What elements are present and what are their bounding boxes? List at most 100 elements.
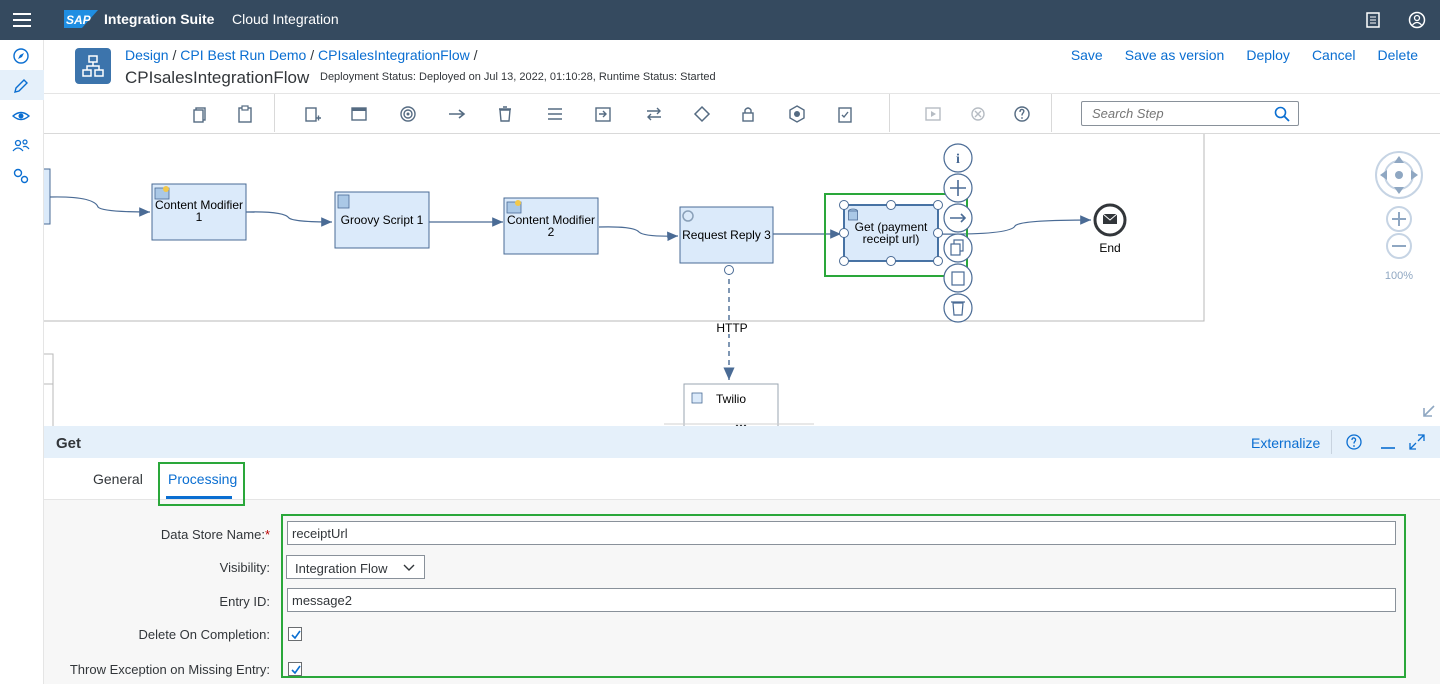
step-label: Groovy Script 1 [340,213,424,227]
logo-text: SAP [66,13,92,27]
search-step-input[interactable] [1081,101,1299,126]
fields-highlight [281,514,1406,678]
integration-flow-canvas[interactable]: i [44,134,1440,426]
visibility-label: Visibility: [219,560,270,575]
deploy-button[interactable]: Deploy [1246,47,1290,63]
sap-logo: SAP [64,10,98,28]
breadcrumb-flow[interactable]: CPIsalesIntegrationFlow [318,47,470,63]
header-divider [1331,430,1332,454]
step-label: Content Modifier 2 [506,213,596,239]
breadcrumb-separator: / [473,47,478,63]
help-icon[interactable] [1012,104,1032,124]
zoom-level: 100% [1384,270,1414,282]
persistence-icon[interactable] [787,104,807,124]
info-icon [943,143,973,173]
receiver-label: Twilio [715,392,746,406]
step-label: Content Modifier 1 [154,198,244,224]
breadcrumb-separator: / [172,47,177,63]
entry-id-input[interactable] [287,588,1396,612]
header-actions: Save Save as version Deploy Cancel Delet… [1071,47,1418,63]
delete-on-completion-checkbox[interactable] [288,627,302,641]
settings-gears-icon [13,168,29,184]
routing-icon[interactable] [644,104,664,124]
flow-connection [598,226,679,242]
chevron-down-icon [403,564,415,571]
deployment-status: Deployment Status: Deployed on Jul 13, 2… [320,71,716,83]
content-modifier-icon [154,187,170,200]
connection-label: HTTP [709,322,755,334]
message-icon [1103,214,1117,224]
nav-discover[interactable] [0,40,44,70]
event-icon[interactable] [398,104,418,124]
properties-title: Get [56,435,82,452]
step-groovy-script-1 [334,191,430,249]
data-store-name-input[interactable] [287,521,1396,545]
copy-icon[interactable] [190,104,210,124]
app-subtitle: Cloud Integration [232,11,339,27]
connector-icon[interactable] [447,104,467,124]
notes-icon[interactable] [1363,10,1383,30]
breadcrumb-package[interactable]: CPI Best Run Demo [180,47,307,63]
data-store-name-label: Data Store Name:* [160,527,270,542]
monitor-eye-icon [12,111,30,121]
paste-icon[interactable] [235,104,255,124]
maximize-icon[interactable] [1409,434,1425,450]
object-header: Design / CPI Best Run Demo / CPIsalesInt… [44,40,1440,94]
throw-exception-label: Throw Exception on Missing Entry: [69,662,270,677]
nav-design[interactable] [0,70,44,100]
selection-highlight [824,193,968,277]
breadcrumb: Design / CPI Best Run Demo / CPIsalesInt… [125,47,478,63]
menu-icon[interactable] [12,11,32,29]
tab-highlight [158,462,245,506]
externalize-button[interactable]: Externalize [1251,435,1321,451]
toolbar-divider [889,94,890,132]
minimize-icon[interactable] [1380,434,1396,450]
request-reply-icon [682,210,694,222]
gateway-icon[interactable] [692,104,712,124]
context-actions: i [943,143,973,323]
delete-icon[interactable] [495,104,515,124]
nav-settings[interactable] [0,160,44,190]
add-participant-icon[interactable] [302,104,322,124]
settings-people-icon [12,139,30,152]
nav-monitor[interactable] [0,100,44,130]
delete-button[interactable]: Delete [1377,47,1418,63]
user-icon[interactable] [1407,10,1427,30]
security-icon[interactable] [738,104,758,124]
breadcrumb-separator: / [310,47,315,63]
cancel-button[interactable]: Cancel [1311,47,1356,63]
breadcrumb-design[interactable]: Design [125,47,169,63]
delete-on-completion-label: Delete On Completion: [138,627,270,642]
save-button[interactable]: Save [1070,47,1103,63]
flow-diagram: i [44,134,1435,426]
search-icon[interactable] [1274,106,1290,122]
nav-people[interactable] [0,130,44,160]
flow-connection [245,211,333,227]
splitter-grip [735,424,747,426]
help-icon[interactable] [1346,434,1362,450]
discover-icon [13,48,29,64]
toolbar-divider [1051,94,1052,132]
visibility-select[interactable]: Integration Flow [286,555,425,579]
call-icon[interactable] [593,104,613,124]
participant-partial [44,353,54,426]
page-title: CPIsalesIntegrationFlow [125,68,310,87]
throw-exception-checkbox[interactable] [288,662,302,676]
properties-panel: Get Externalize General Processing Data … [44,426,1440,684]
collapse-corner-icon [1423,405,1435,417]
required-marker: * [264,527,270,542]
selection-handles [839,200,943,266]
stop-simulate-icon[interactable] [968,104,988,124]
save-as-version-button[interactable]: Save as version [1124,47,1225,63]
receiver-twilio [683,383,779,426]
checkmark-icon [291,630,301,640]
simulate-icon[interactable] [923,104,943,124]
tab-general[interactable]: General [93,471,143,487]
tab-selected-indicator [166,496,232,499]
tab-processing[interactable]: Processing [168,471,238,487]
validator-icon[interactable] [835,104,855,124]
pool-icon[interactable] [349,104,369,124]
entry-id-label: Entry ID: [219,594,270,609]
menu-lines-icon[interactable] [545,104,565,124]
integration-flow-icon [75,48,111,84]
